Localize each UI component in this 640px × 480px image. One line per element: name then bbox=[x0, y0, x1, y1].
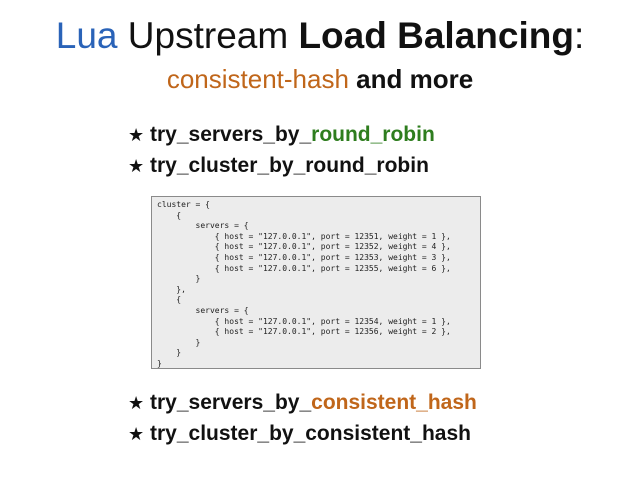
bullet-item: ★try_servers_by_round_robin bbox=[128, 122, 435, 148]
code-line: } bbox=[157, 348, 182, 358]
subtitle-rest: and more bbox=[348, 64, 474, 94]
bullet-prefix: try_cluster_by_consistent_hash bbox=[150, 422, 471, 445]
code-line: { host = "127.0.0.1", port = 12356, weig… bbox=[157, 327, 451, 337]
code-line: { host = "127.0.0.1", port = 12351, weig… bbox=[157, 231, 451, 241]
code-block: cluster = { { servers = { { host = "127.… bbox=[151, 196, 481, 369]
code-line: { host = "127.0.0.1", port = 12354, weig… bbox=[157, 316, 451, 326]
star-icon: ★ bbox=[128, 125, 145, 145]
code-line: { host = "127.0.0.1", port = 12355, weig… bbox=[157, 263, 451, 273]
code-line: } bbox=[157, 358, 162, 368]
code-line: } bbox=[157, 337, 201, 347]
title-bold: Load Balancing bbox=[298, 15, 574, 56]
star-icon: ★ bbox=[128, 393, 145, 413]
title-lua: Lua bbox=[55, 15, 118, 56]
star-icon: ★ bbox=[128, 424, 145, 444]
bullet-prefix: try_servers_by_ bbox=[150, 391, 312, 414]
code-line: { bbox=[157, 210, 182, 220]
subtitle-hash: consistent-hash bbox=[166, 64, 349, 94]
slide-title: Lua Upstream Load Balancing: bbox=[0, 14, 640, 58]
bullet-item: ★try_cluster_by_consistent_hash bbox=[128, 421, 471, 447]
star-icon: ★ bbox=[128, 156, 145, 176]
code-line: { host = "127.0.0.1", port = 12352, weig… bbox=[157, 242, 451, 252]
title-middle: Upstream bbox=[117, 15, 299, 56]
code-line: { host = "127.0.0.1", port = 12353, weig… bbox=[157, 252, 451, 262]
code-line: servers = { bbox=[157, 221, 249, 231]
title-colon: : bbox=[573, 15, 585, 56]
bullet-prefix: try_servers_by_ bbox=[150, 123, 312, 146]
bullet-highlight: consistent_hash bbox=[311, 391, 477, 414]
code-line: }, bbox=[157, 284, 186, 294]
code-line: { bbox=[157, 295, 182, 305]
bullet-item: ★try_servers_by_consistent_hash bbox=[128, 390, 477, 416]
slide-subtitle: consistent-hash and more bbox=[0, 63, 640, 95]
code-line: servers = { bbox=[157, 305, 249, 315]
code-line: } bbox=[157, 274, 201, 284]
bullet-prefix: try_cluster_by_round_robin bbox=[150, 154, 429, 177]
bullet-item: ★try_cluster_by_round_robin bbox=[128, 153, 429, 179]
code-line: cluster = { bbox=[157, 200, 210, 209]
bullet-highlight: round_robin bbox=[311, 123, 435, 146]
